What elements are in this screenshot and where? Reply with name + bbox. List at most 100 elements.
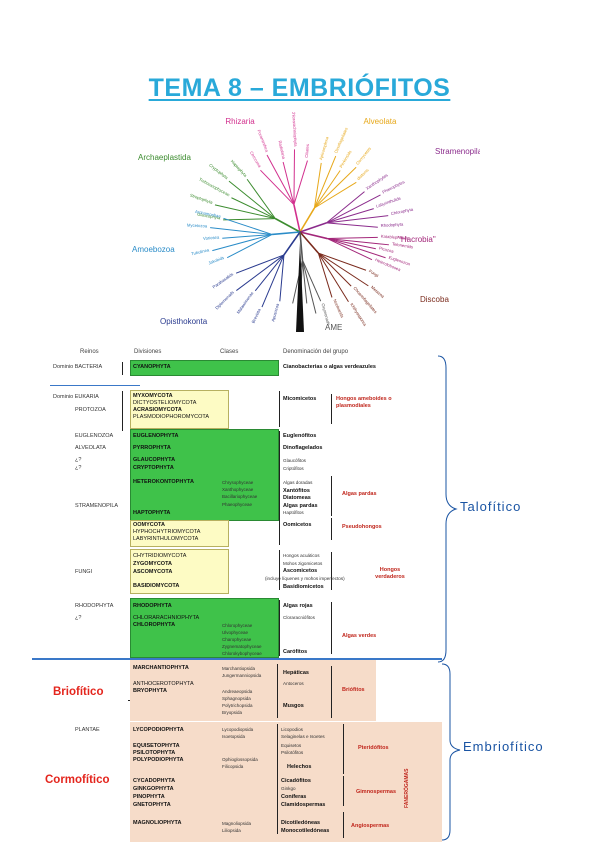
class-charophyceae: Charophyceae	[222, 637, 252, 642]
tree-branch	[318, 252, 367, 271]
group-helechos: Helechos	[287, 764, 312, 770]
tree-branch	[327, 238, 389, 246]
divider	[277, 724, 278, 834]
tree-clade-label: Amoebozoa	[132, 245, 175, 254]
reino-unknown: ¿?	[75, 457, 82, 463]
divider	[279, 600, 280, 656]
talofitico-embriofitico-separator	[32, 658, 442, 660]
tree-branch	[299, 231, 319, 254]
group-haptofitos: Haptófitos	[283, 510, 304, 515]
division-hyphochytriomycota: HYPHOCHYTRIOMYCOTA	[133, 529, 201, 535]
reino-unknown: ¿?	[75, 465, 82, 471]
tree-leaf-label: Apusozoa	[270, 302, 280, 322]
tree-branch	[313, 162, 322, 209]
tree-leaf-label: Telonemids	[392, 241, 414, 249]
divider	[279, 391, 280, 427]
group-euglenofitos: Euglenófitos	[283, 433, 317, 439]
division-ginkgophyta: GINKGOPHYTA	[133, 786, 174, 792]
tree-leaf-label: Tubulinea	[191, 247, 211, 256]
peach-box-cormofitos	[130, 722, 442, 842]
divider	[331, 394, 332, 424]
label-algas-verdes: Algas verdes	[342, 633, 377, 639]
tree-leaf-label: Jakobids	[208, 255, 225, 266]
yellow-box-fungi	[130, 549, 229, 594]
embriofitico-brace	[441, 663, 461, 841]
division-plasmodiophoromycota: PLASMODIOPHOROMYCOTA	[133, 414, 209, 420]
group-clamidospermas: Clamidospermas	[281, 802, 326, 808]
tree-leaf-label: diatoms	[356, 167, 370, 181]
divider	[279, 431, 280, 521]
group-licopodios: Licopodios	[281, 727, 303, 732]
tree-leaf-label: Oomycetes	[355, 146, 372, 166]
reino-rhodophyta: RHODOPHYTA	[75, 603, 114, 609]
tree-leaf-label: Oxymonads	[321, 303, 332, 326]
tree-branch	[235, 254, 285, 274]
yellow-box-protozoa	[130, 390, 229, 429]
tree-branch	[282, 161, 295, 205]
tree-branch	[231, 197, 276, 220]
group-psilotofitos: Psilotófitos	[281, 750, 304, 755]
division-rhodophyta: RHODOPHYTA	[133, 603, 172, 609]
tree-clade-label: Opisthokonta	[160, 317, 208, 326]
group-cloraracniofitos: Cloraracniófitos	[283, 615, 315, 620]
reino-bacteria: Dominio BACTERIA	[53, 364, 103, 370]
class-marchantiopsida: Marchantiopsida	[222, 666, 256, 671]
tree-clade-label: Archaeplastida	[138, 153, 191, 162]
reino-eukaria: Dominio EUKARIA	[53, 394, 99, 400]
class-lycopodiopsida: Lycopodiopsida	[222, 727, 254, 732]
group-carofitos: Carófitos	[283, 649, 308, 655]
division-haptophyta: HAPTOPHYTA	[133, 510, 171, 516]
tree-root-marker	[296, 242, 304, 332]
tree-leaf-label: Malawimonas	[236, 291, 255, 315]
division-marchantiophyta: MARCHANTIOPHYTA	[133, 665, 189, 671]
group-monocotiledoneas: Monocotiledóneas	[281, 828, 330, 834]
yellow-box-pseudofungi	[130, 520, 229, 547]
class-magnoliopsida: Magnoliopsida	[222, 821, 252, 826]
tree-branch	[236, 254, 285, 291]
reino-alveolata: ALVEOLATA	[75, 445, 106, 451]
tree-leaf-label: Archamoebae	[195, 209, 222, 219]
tree-branch	[293, 204, 301, 233]
class-ophioglossopsida: Ophioglossopsida	[222, 757, 258, 762]
divider	[343, 776, 344, 806]
class-ulvophyceae: Ulvophyceae	[222, 630, 249, 635]
tree-leaf-label: Cryptophyta	[208, 162, 229, 180]
class-isoetopsida: Isoetopsida	[222, 734, 246, 739]
tree-branch	[299, 231, 304, 260]
group-algas-rojas: Algas rojas	[283, 603, 313, 609]
reino-plantae: PLANTAE	[75, 727, 100, 733]
label-gimnospermas: Gimnospermas	[356, 789, 397, 795]
tree-branch	[326, 222, 378, 228]
tree-clade-label: Rhizaria	[225, 117, 255, 126]
tree-branch	[226, 233, 273, 259]
tree-leaf-label: Glaucophyta	[197, 212, 222, 221]
tree-branch	[260, 169, 295, 206]
divider	[122, 391, 123, 431]
divider	[279, 521, 280, 545]
divider	[331, 602, 332, 654]
division-anthocerotophyta: ANTHOCEROTOPHYTA	[133, 681, 194, 687]
class-chlorophyceae: Chlorophyceae	[222, 623, 253, 628]
tree-leaf-label: Fungi	[368, 268, 380, 278]
tree-branch	[317, 252, 349, 303]
tree-branch	[279, 254, 285, 302]
division-cyanophyta: CYANOPHYTA	[133, 364, 171, 370]
tree-leaf-label: Perkinsids	[338, 149, 352, 168]
label-pteridofitos: Pteridófitos	[358, 745, 389, 751]
tree-leaf-label: Chlorophyta	[390, 207, 414, 216]
tree-branch	[326, 194, 381, 224]
tree-branch	[314, 181, 357, 209]
division-lycopodiophyta: LYCOPODIOPHYTA	[133, 727, 184, 733]
tree-branch	[254, 254, 285, 292]
tree-branch	[228, 180, 276, 220]
tree-leaf-label: Chlorarachniophyta	[291, 112, 298, 147]
tree-branch	[223, 217, 273, 235]
tree-branch	[327, 238, 373, 261]
group-glaucofitos: Glaucófitos	[283, 458, 306, 463]
label-embriofitico: Embriofítico	[463, 739, 544, 754]
group-musgos: Musgos	[283, 703, 304, 709]
divider	[343, 812, 344, 838]
group-hepaticas: Hepáticas	[283, 670, 309, 676]
tree-leaf-label: Haptophyta	[230, 159, 249, 179]
